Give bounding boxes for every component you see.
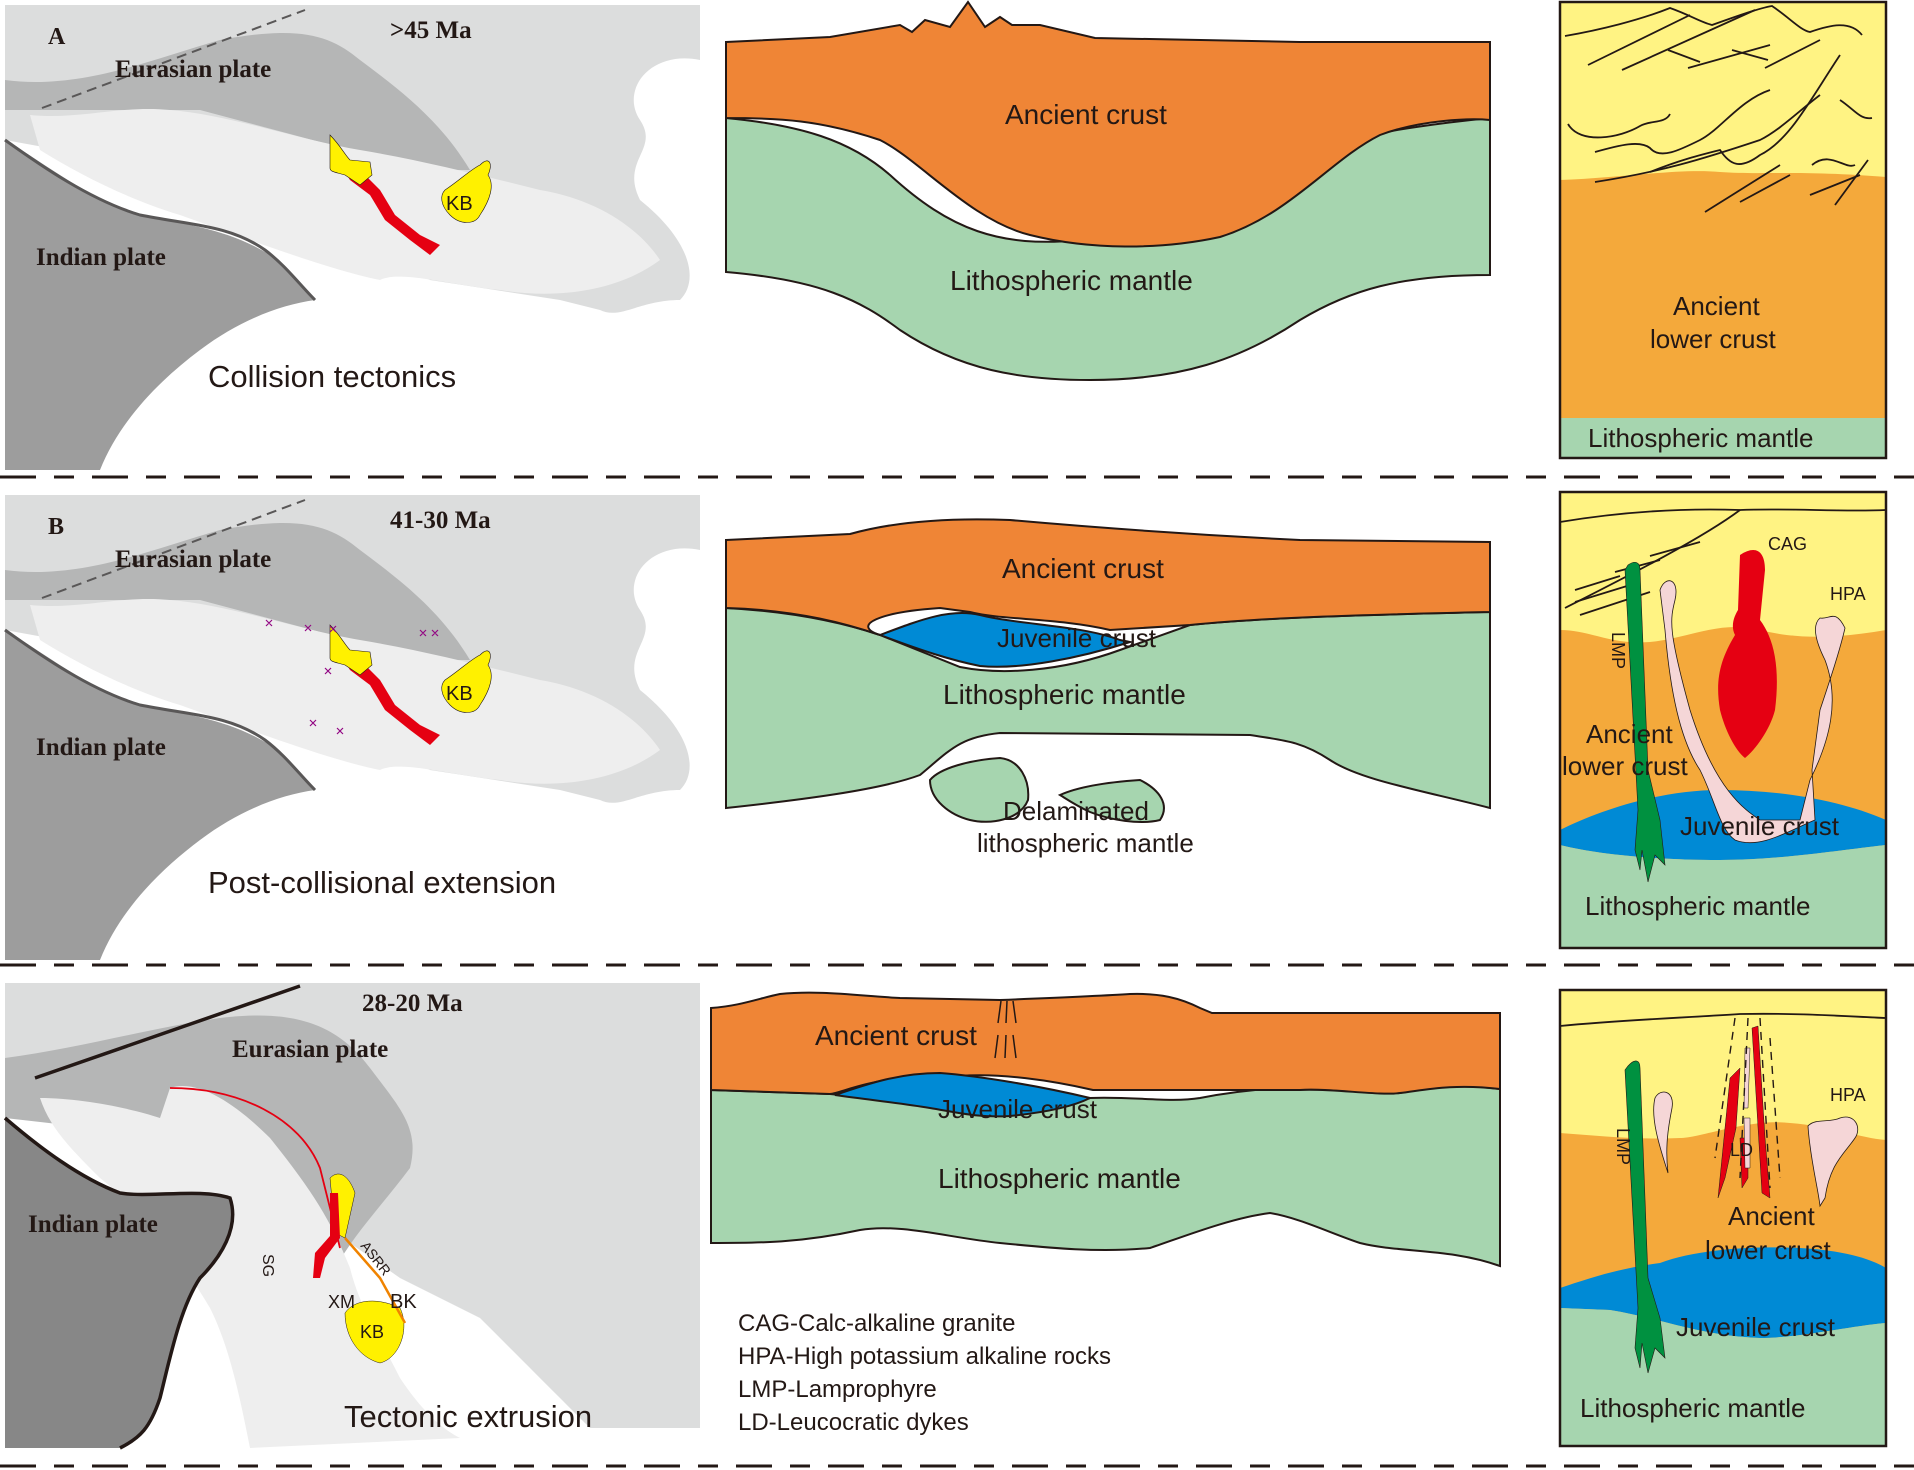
hpa-right-c xyxy=(1807,1116,1859,1208)
map-b-indian-label: Indian plate xyxy=(36,734,166,761)
map-a-eurasian-label: Eurasian plate xyxy=(115,56,271,83)
section-c-juvenile-crust xyxy=(834,1071,1093,1118)
map-c: 28-20 Ma Eurasian plate Indian plate KB … xyxy=(3,983,700,1450)
legend: CAG-Calc-alkaline granite HPA-High potas… xyxy=(738,1310,1111,1436)
column-c-ld-label: LD xyxy=(1730,1140,1753,1160)
column-b-hpa-label: HPA xyxy=(1830,584,1866,604)
section-b-delaminated-line2: lithospheric mantle xyxy=(977,828,1194,858)
section-b-delaminated-right xyxy=(1057,778,1165,823)
column-c-hpa-label: HPA xyxy=(1830,1085,1866,1105)
eurasia-dark-region xyxy=(5,32,470,170)
lmp-dyke-c xyxy=(1624,1060,1666,1374)
map-b-volcanic-markers xyxy=(265,619,439,735)
section-b-delaminated-left xyxy=(928,756,1030,823)
column-c-mantle-label: Lithospheric mantle xyxy=(1580,1393,1805,1423)
column-a: Ancient lower crust Lithospheric mantle xyxy=(1558,0,1888,460)
panel-c-age: 28-20 Ma xyxy=(362,990,463,1017)
section-b-juvenile-crust xyxy=(877,611,1134,668)
kb-basin-shape xyxy=(441,160,492,223)
panel-b-age: 41-30 Ma xyxy=(390,507,491,534)
section-c-ancient-crust-label: Ancient crust xyxy=(815,1020,977,1051)
column-c-lmp-label: LMP xyxy=(1613,1128,1633,1165)
panel-b: B 41-30 Ma Eurasian plate Indian plate K… xyxy=(4,490,1888,960)
column-c-juvenile-crust-label: Juvenile crust xyxy=(1676,1312,1836,1342)
section-c-ancient-crust xyxy=(710,991,1501,1096)
column-b: CAG HPA LMP Ancient lower crust Juvenile… xyxy=(1558,490,1888,950)
map-c-kb-label: KB xyxy=(360,1322,384,1342)
hpa-body xyxy=(1659,580,1846,844)
map-c-xm-label: XM xyxy=(328,1292,355,1312)
section-b-juvenile-crust-label: Juvenile crust xyxy=(997,623,1157,653)
map-c-indian-label: Indian plate xyxy=(28,1211,158,1238)
map-a: A >45 Ma Eurasian plate Indian plate KB … xyxy=(4,5,700,470)
panel-a: A >45 Ma Eurasian plate Indian plate KB … xyxy=(4,0,1888,470)
column-b-mantle-label: Lithospheric mantle xyxy=(1585,891,1810,921)
section-b-mantle xyxy=(725,606,1491,810)
indian-plate xyxy=(5,140,315,470)
legend-item-cag: CAG-Calc-alkaline granite xyxy=(738,1310,1015,1337)
map-b-eurasian-label: Eurasian plate xyxy=(115,546,271,573)
hpa-left-c xyxy=(1653,1091,1673,1174)
panel-a-letter: A xyxy=(48,24,66,50)
column-b-lmp-label: LMP xyxy=(1608,632,1628,669)
section-b-ancient-crust-label: Ancient crust xyxy=(1002,553,1164,584)
column-b-lower-crust-line2: lower crust xyxy=(1562,751,1688,781)
strike-slip-dashed xyxy=(41,9,306,109)
map-c-sg-label: SG xyxy=(259,1254,276,1277)
section-c-mantle-label: Lithospheric mantle xyxy=(938,1163,1181,1194)
section-a-mantle-label: Lithospheric mantle xyxy=(950,265,1193,296)
map-b-kb-label: KB xyxy=(446,683,473,705)
section-b: Ancient crust Juvenile crust Lithospheri… xyxy=(725,518,1491,858)
red-belt xyxy=(345,170,440,255)
map-a-kb-label: KB xyxy=(446,193,473,215)
section-b-delaminated-line1: Delaminated xyxy=(1003,796,1149,826)
map-b: B 41-30 Ma Eurasian plate Indian plate K… xyxy=(4,495,700,960)
cag-pluton xyxy=(1718,550,1777,758)
column-b-fault-dashes xyxy=(1574,541,1701,616)
column-a-lower-crust-line1: Ancient xyxy=(1673,291,1760,321)
section-a-ancient-crust xyxy=(725,0,1491,248)
panel-a-age: >45 Ma xyxy=(390,17,472,44)
map-c-caption: Tectonic extrusion xyxy=(344,1399,592,1434)
map-a-caption: Collision tectonics xyxy=(208,359,456,394)
column-c: HPA LMP LD Ancient lower crust Juvenile … xyxy=(1558,988,1888,1448)
panel-b-letter: B xyxy=(48,514,64,540)
column-b-cag-label: CAG xyxy=(1768,534,1807,554)
section-a-ancient-crust-label: Ancient crust xyxy=(1005,99,1167,130)
section-b-mantle-label: Lithospheric mantle xyxy=(943,679,1186,710)
map-a-indian-label: Indian plate xyxy=(36,244,166,271)
section-c-juvenile-crust-label: Juvenile crust xyxy=(938,1094,1098,1124)
column-b-lower-crust-line1: Ancient xyxy=(1586,719,1673,749)
section-b-ancient-crust xyxy=(725,518,1491,636)
section-c: Ancient crust Juvenile crust Lithospheri… xyxy=(710,991,1501,1268)
section-a: Ancient crust Lithospheric mantle xyxy=(725,0,1491,382)
panel-c: 28-20 Ma Eurasian plate Indian plate KB … xyxy=(3,983,1888,1450)
column-a-lower-crust-line2: lower crust xyxy=(1650,324,1776,354)
map-c-eurasian-label: Eurasian plate xyxy=(232,1036,388,1063)
map-b-caption: Post-collisional extension xyxy=(208,865,556,900)
lmp-dyke xyxy=(1624,561,1666,883)
column-a-fold-thrust-lines xyxy=(1564,5,1873,213)
map-c-bk-label: BK xyxy=(390,1291,417,1313)
column-c-lower-crust-line2: lower crust xyxy=(1705,1235,1831,1265)
suture-thrust-line xyxy=(4,138,317,302)
legend-item-lmp: LMP-Lamprophyre xyxy=(738,1376,937,1403)
ld-dyke-swarm xyxy=(1714,1017,1781,1199)
column-a-mantle-label: Lithospheric mantle xyxy=(1588,423,1813,453)
section-c-dyke-marks xyxy=(994,1000,1017,1059)
column-c-lower-crust-line1: Ancient xyxy=(1728,1201,1815,1231)
tibet-belt xyxy=(30,108,660,294)
column-b-juvenile-crust-label: Juvenile crust xyxy=(1680,811,1840,841)
legend-item-ld: LD-Leucocratic dykes xyxy=(738,1409,969,1436)
ailao-yellow-shape xyxy=(329,134,373,186)
legend-item-hpa: HPA-High potassium alkaline rocks xyxy=(738,1343,1111,1370)
